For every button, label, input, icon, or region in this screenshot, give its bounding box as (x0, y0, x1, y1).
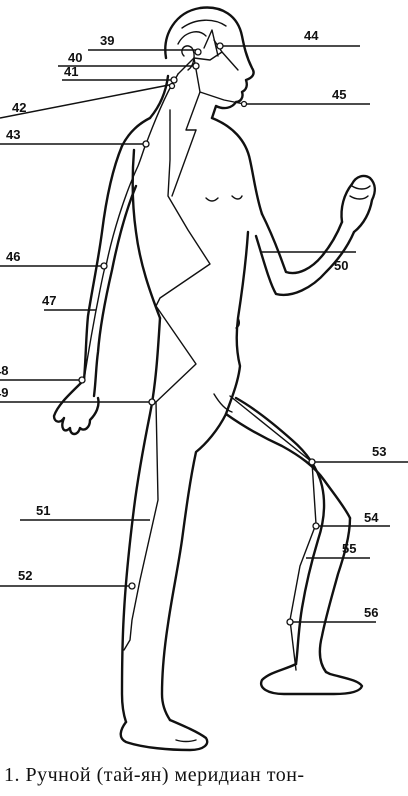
point-40-marker (193, 63, 199, 69)
point-label-51: 51 (36, 503, 50, 518)
point-label-49: 49 (0, 385, 8, 400)
point-label-43: 43 (6, 127, 20, 142)
point-39-marker (195, 49, 201, 55)
acupoint-markers (79, 43, 319, 625)
point-53-marker (309, 459, 315, 465)
point-41-marker (171, 77, 177, 83)
point-label-48: 48 (0, 363, 8, 378)
point-labels: 39 40 41 42 43 44 45 46 47 48 49 50 51 5… (0, 28, 386, 620)
point-label-46: 46 (6, 249, 20, 264)
point-label-53: 53 (372, 444, 386, 459)
point-label-56: 56 (364, 605, 378, 620)
point-label-47: 47 (42, 293, 56, 308)
human-figure-outline (54, 8, 375, 750)
point-45-marker (242, 102, 247, 107)
point-label-45: 45 (332, 87, 346, 102)
meridian-channel-line (84, 30, 316, 670)
point-label-42: 42 (12, 100, 26, 115)
point-49-marker (149, 399, 155, 405)
point-label-41: 41 (64, 64, 78, 79)
point-label-39: 39 (100, 33, 114, 48)
point-42-marker (170, 84, 175, 89)
point-46-marker (101, 263, 107, 269)
point-label-54: 54 (364, 510, 379, 525)
point-52-marker (129, 583, 135, 589)
point-label-50: 50 (334, 258, 348, 273)
anatomy-diagram: 39 40 41 42 43 44 45 46 47 48 49 50 51 5… (0, 0, 408, 760)
point-label-55: 55 (342, 541, 356, 556)
point-label-44: 44 (304, 28, 319, 43)
leader-lines (0, 46, 408, 622)
point-56-marker (287, 619, 293, 625)
point-44-marker (217, 43, 223, 49)
figure-caption: 1. Ручной (тай-ян) меридиан тон- (4, 764, 408, 792)
point-label-52: 52 (18, 568, 32, 583)
point-48-marker (79, 377, 85, 383)
point-54-marker (313, 523, 319, 529)
point-label-40: 40 (68, 50, 82, 65)
point-43-marker (143, 141, 149, 147)
